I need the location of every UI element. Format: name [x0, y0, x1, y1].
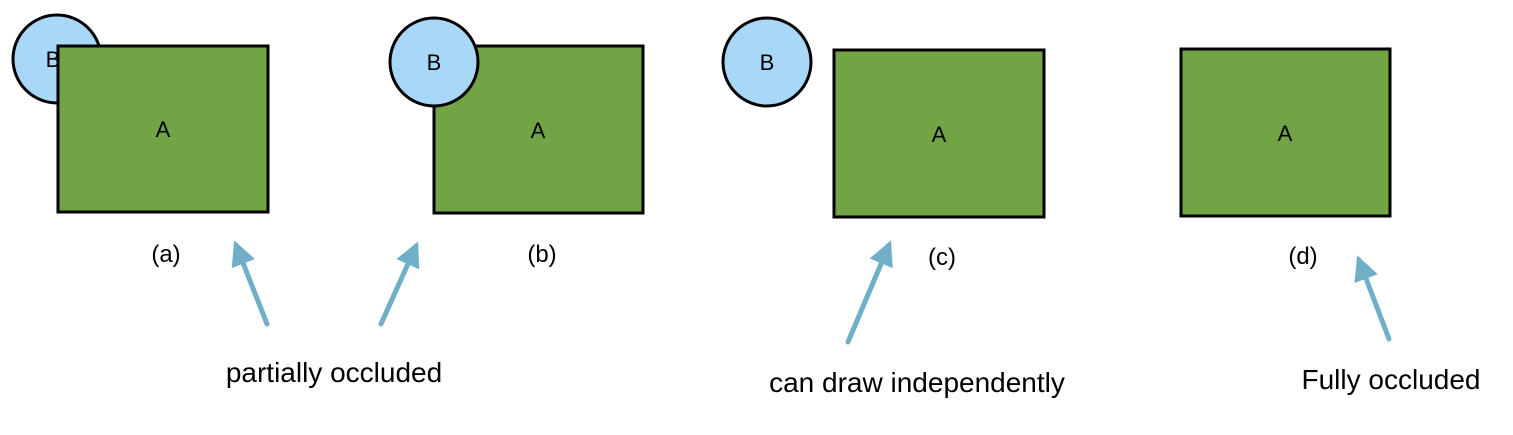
- panel-caption: (b): [527, 241, 556, 268]
- rect-a-label: A: [531, 118, 546, 143]
- rect-a-label: A: [156, 117, 171, 142]
- panel-caption: (c): [928, 244, 956, 271]
- circle-b-label: B: [427, 50, 442, 75]
- annotation-partially-occluded: partially occluded: [226, 357, 442, 388]
- annotation-can-draw-independently: can draw independently: [769, 367, 1065, 398]
- rect-a: [56, 44, 270, 214]
- rect-a: [832, 48, 1046, 219]
- annotation-fully-occluded: Fully occluded: [1302, 364, 1481, 395]
- circle-b: [388, 16, 480, 108]
- panel-c: B A (c): [721, 16, 1046, 271]
- rect-a-label: A: [932, 122, 947, 147]
- rect-a: [1179, 47, 1392, 218]
- circle-b: [721, 16, 813, 108]
- panel-b: A B (b): [388, 16, 645, 268]
- panel-caption: (d): [1288, 243, 1317, 270]
- panel-caption: (a): [151, 241, 180, 268]
- panel-a: B A (a): [11, 13, 270, 268]
- circle-b-label: B: [760, 50, 775, 75]
- arrow-to-panel-c: [845, 240, 893, 345]
- rect-a-label: A: [1278, 121, 1293, 146]
- arrow-to-panel-b: [378, 241, 420, 327]
- arrow-to-panel-d: [1354, 255, 1392, 342]
- panel-d: A (d): [1179, 47, 1392, 270]
- arrow-to-panel-a: [231, 240, 270, 327]
